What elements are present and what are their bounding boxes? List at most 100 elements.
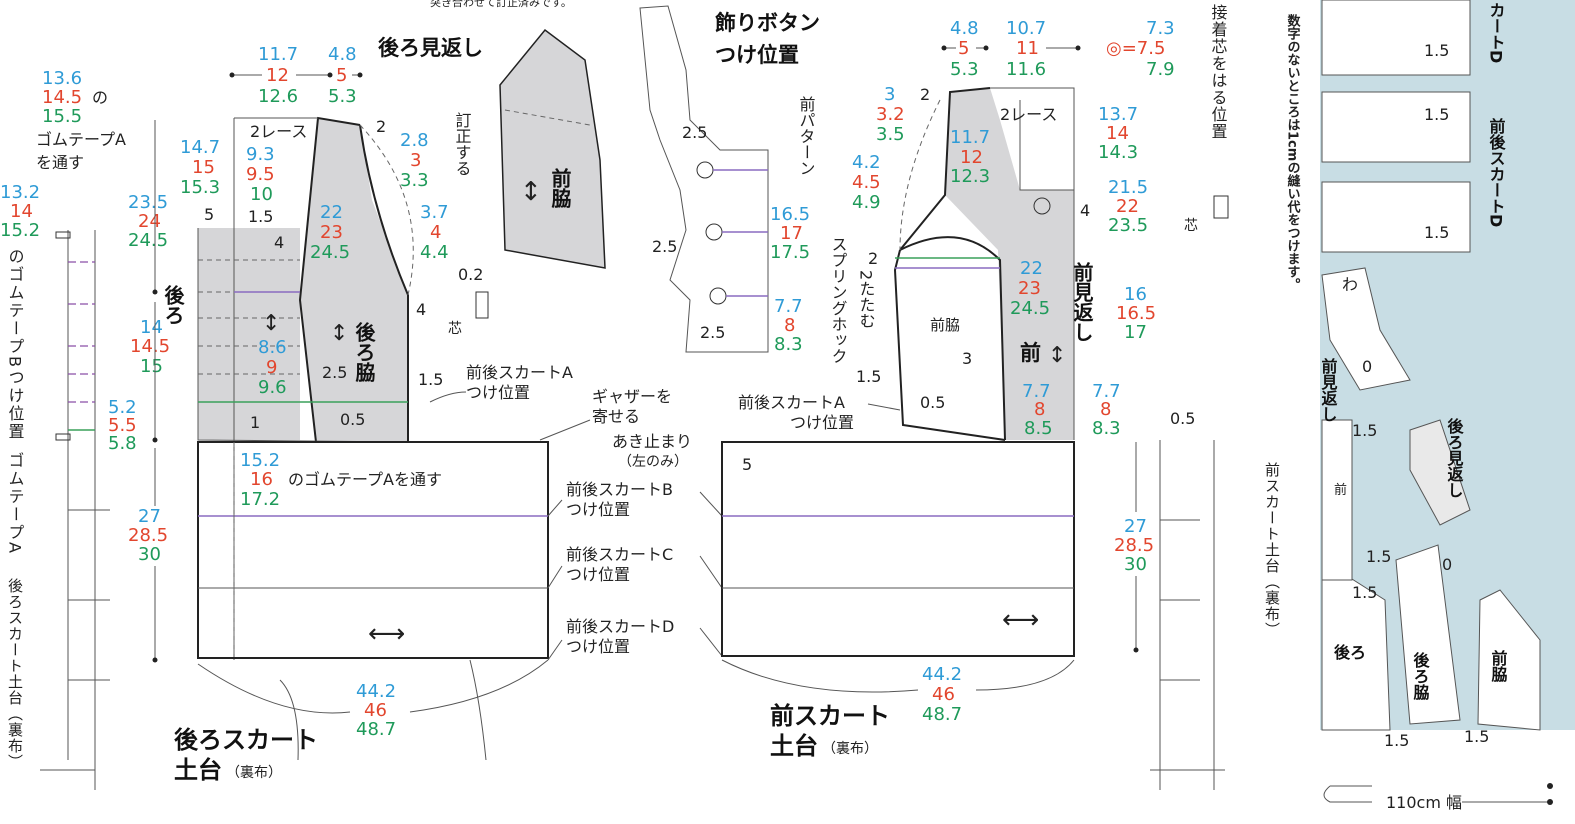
opening2: （左のみ） [618,454,688,470]
back-side-mid-n3: 4.4 [420,242,449,263]
front-skirt-a-label2: つけ位置 [790,413,854,432]
front-lace: 2レース [1000,105,1057,124]
back-skirt-h-n2: 28.5 [128,525,168,546]
skirt-b-label1: 前後スカートB [566,480,673,499]
back-skirt-tape-n3: 17.2 [240,489,280,510]
layout-v15-1: 1.5 [1424,41,1449,60]
tape-b-nums: 13.2 14 15.2 [0,182,40,241]
far-right-sketch: 接着芯をはる位置 芯 0.5 前スカート土台（裏布） 数字のないところは1cmの… [1150,4,1301,790]
back-skirt-title2-sub: （裏布） [226,764,282,781]
back-v15b: 1.5 [418,370,443,389]
back-top-w2-n1: 4.8 [328,44,357,65]
back-facing-title: 後ろ見返し [378,36,483,60]
back-top-w1-n3: 12.6 [258,86,298,107]
front-mid-n3: 12.3 [950,166,990,187]
button-h2-n3: 8.3 [774,334,803,355]
front-side-label: 前脇 [548,167,572,209]
back-skirt-w-n3: 48.7 [356,719,396,740]
gather1: ギャザーを [592,387,672,406]
back-skirt-w-n1: 44.2 [356,681,396,702]
layout-front-facing: 前見返し [1319,357,1339,422]
button-v25b: 2.5 [652,237,677,256]
back-v1: 1 [250,413,260,432]
back-lace-w-n1: 9.3 [246,144,275,165]
skirt-d-label2: つけ位置 [566,637,630,656]
back-lace-w-n2: 9.5 [246,164,275,185]
back-side-piece-label: 後ろ脇 [352,321,376,383]
layout-v15-5: 1.5 [1366,547,1391,566]
front-v05: 0.5 [920,393,945,412]
front-side-correct: 訂正する [453,112,472,176]
back-skirt-title1: 後ろスカート [174,726,318,754]
back-height2-n3: 15 [140,356,163,377]
tape-b-n2: 14 [10,201,33,222]
tape-a-n2: 14.5 [42,87,82,108]
left-side-sketch [40,230,110,790]
layout-v15-4: 1.5 [1352,421,1377,440]
front-top1-n1: 4.8 [950,18,979,39]
front-v3: 3 [962,349,972,368]
layout-skirt-d-top: カートD [1487,2,1506,63]
layout-skirt-d: 前後スカートD [1487,117,1506,227]
layout-back-facing: 後ろ見返し [1445,417,1465,498]
back-skirt-tape-suffix: のゴムテープAを通す [288,470,442,489]
layout-v15-8: 1.5 [1464,727,1489,746]
back-top-w2-n2: 5 [336,65,347,86]
back-left-w-n2: 15 [192,157,215,178]
seam-note: 数字のないところは1cmの縫い代をつけます。 [1285,13,1302,291]
layout-back: 後ろ [1334,643,1366,662]
back-skirt-a-label2: つけ位置 [466,383,530,402]
skirt-c-label1: 前後スカートC [566,545,673,564]
front-lower-n3: 8.5 [1024,418,1053,439]
front-left-small-n2: 3.2 [876,104,905,125]
front-height-n3: 17 [1124,322,1147,343]
front-top2-n2: 11 [1016,38,1039,59]
front-left-mid-n3: 4.9 [852,192,881,213]
grain-arrow-front-skirt: ⟷ [1002,605,1039,635]
front-inner-n3: 24.5 [1010,298,1050,319]
front-lower-r-n3: 8.3 [1092,418,1121,439]
circle-legend-n3: 7.9 [1146,59,1175,80]
cutting-layout: カートD 前後スカートD 1.5 1.5 1.5 わ 前見返し 0 1.5 後ろ… [1319,0,1575,812]
layout-v15-7: 1.5 [1384,731,1409,750]
front-right-mid-n3: 23.5 [1108,215,1148,236]
fabric-width: 110cm 幅 [1386,793,1462,812]
front-inner-n1: 22 [1020,258,1043,279]
button-v25c: 2.5 [700,323,725,342]
back-side-top-n3: 3.3 [400,170,429,191]
tape-a-n3: 15.5 [42,106,82,127]
back-lower-w-n2: 9 [266,357,277,378]
skirt-d-label1: 前後スカートD [566,617,674,636]
tape-a-label: 13.6 14.5 の 15.5 ゴムテープA を通す [36,68,126,172]
front-spring-hook: スプリングホック [829,236,848,364]
back-side-top-n1: 2.8 [400,130,429,151]
front-left-mid-n2: 4.5 [852,172,881,193]
back-top-w2-n3: 5.3 [328,86,357,107]
front-skirt-vertical: 前スカート土台（裏布） [1263,462,1281,638]
far-v05: 0.5 [1170,409,1195,428]
circle-legend-n2: ◎=7.5 [1106,38,1165,59]
back-lace-w-n3: 10 [250,184,273,205]
front-skirt-w-n3: 48.7 [922,704,962,725]
back-lower-w-n1: 8.6 [258,337,287,358]
front-right-top-n3: 14.3 [1098,142,1138,163]
tape-a-n1: 13.6 [42,68,82,89]
button-h2-n1: 7.7 [774,296,803,317]
front-piece-label: 前 [1020,341,1041,365]
front-right-mid-n1: 21.5 [1108,177,1148,198]
back-height1-n2: 24 [138,211,161,232]
button-piece: 飾りボタン つけ位置 前パターン 2.5 2.5 2.5 16.5 17 17.… [640,6,820,355]
back-v02: 0.2 [458,265,483,284]
front-skirt-w-n1: 44.2 [922,664,962,685]
back-shin: 芯 [448,321,462,337]
front-skirt-a-label: 前後スカートA [738,393,845,412]
tape-a-n2-suffix: の [92,88,108,107]
back-side-mid-n2: 4 [430,222,441,243]
back-side-mid-n1: 3.7 [420,202,449,223]
front-top2-n3: 11.6 [1006,59,1046,80]
front-side-piece: 訂正する 前脇 ↕ [453,30,606,268]
back-skirt-title2: 土台 [174,756,222,784]
tape-b-n3: 15.2 [0,220,40,241]
front-top2-n1: 10.7 [1006,18,1046,39]
